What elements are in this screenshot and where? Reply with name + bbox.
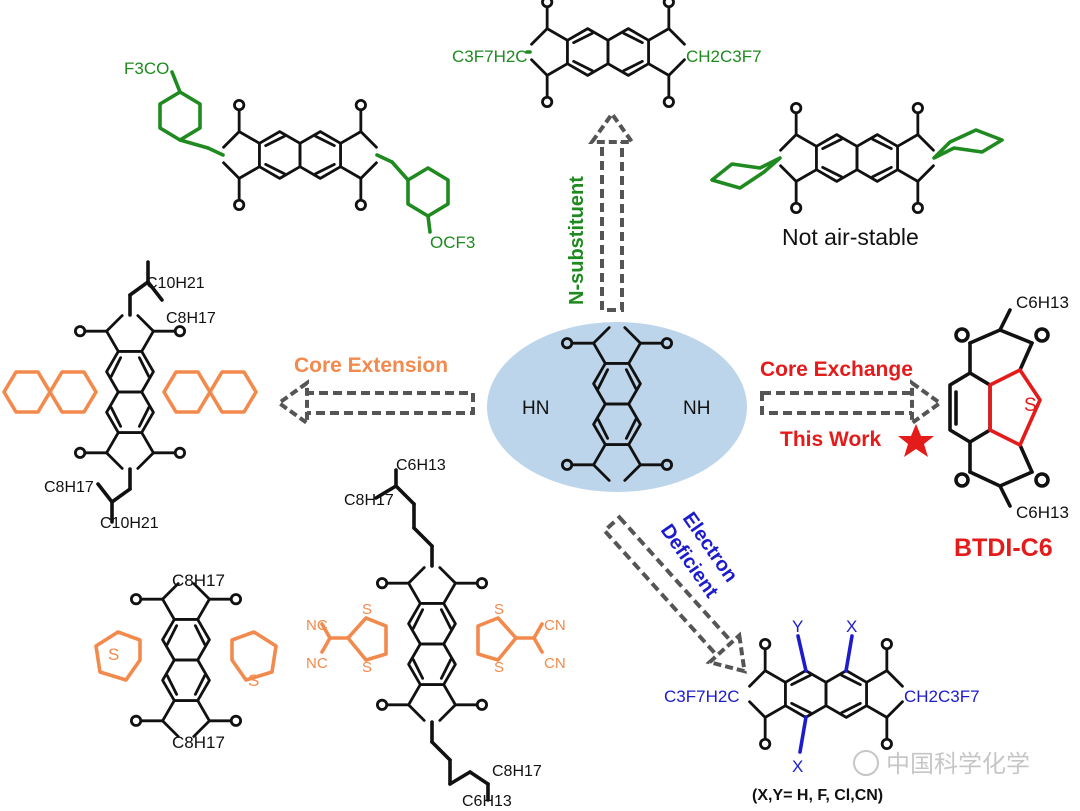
molecule-thiophene-fused: S S C8H17 C8H17 (94, 571, 278, 752)
center-ellipse (487, 322, 747, 492)
core-ext-c10h21-top: C10H21 (146, 275, 205, 292)
dithiole-c8h17-bottom: C8H17 (492, 763, 542, 780)
arrow-label-n-substituent: N-substituent (566, 176, 588, 305)
btdi-s: S (1024, 395, 1037, 416)
top-left-f3co: F3CO (124, 59, 169, 78)
center-ndi: HN NH (487, 322, 747, 492)
dithiole-c6h13-bottom: C6H13 (462, 793, 512, 810)
arrow-label-core-extension: Core Extension (294, 354, 448, 377)
halo-y: Y (792, 617, 803, 636)
arrow-up (588, 110, 636, 312)
top-left-ocf3: OCF3 (430, 233, 475, 252)
dithiole-s1: S (362, 601, 372, 618)
dithiole-cn-top: CN (544, 617, 566, 634)
thiophene-s-right: S (248, 671, 259, 690)
dithiole-nc-top: NC (306, 617, 328, 634)
molecule-btdi-c6: S C6H13 C6H13 BTDI-C6 (948, 293, 1069, 562)
molecule-top-right-cyclohexyl: Not air-stable (710, 101, 1004, 250)
not-air-stable-caption: Not air-stable (782, 224, 919, 250)
molecule-electron-deficient: Y X X C3F7H2C CH2C3F7 (X,Y= H, F, Cl,CN) (664, 617, 980, 804)
molecule-dithiole: S S S S NC NC CN CN C6H13 C8H17 C8H17 C6… (306, 457, 566, 810)
btdi-name: BTDI-C6 (954, 534, 1053, 562)
top-left-substituent: C3F7H2C (452, 47, 528, 66)
watermark-icon (853, 750, 879, 776)
watermark-text: 中国科学化学 (886, 751, 1030, 778)
halo-x-top: X (846, 617, 857, 636)
arrow-left (275, 379, 475, 427)
btdi-c6h13-top: C6H13 (1016, 293, 1069, 312)
top-right-substituent: CH2C3F7 (686, 47, 762, 66)
dithiole-s2: S (362, 659, 372, 676)
thiophene-c8h17-bottom: C8H17 (172, 733, 225, 752)
core-ext-c8h17-bottom: C8H17 (44, 479, 94, 496)
halo-right-substituent: CH2C3F7 (904, 687, 980, 706)
dithiole-cn-bottom: CN (544, 655, 566, 672)
btdi-c6h13-bottom: C6H13 (1016, 503, 1069, 522)
arrow-label-core-exchange: Core Exchange (760, 358, 913, 381)
arrow-right (760, 379, 944, 427)
molecule-top-fluoroalkyl: C3F7H2C CH2C3F7 (452, 0, 762, 109)
arrow-down-right (601, 514, 747, 674)
watermark: 中国科学化学 (853, 750, 1030, 778)
core-ext-c10h21-bottom: C10H21 (100, 515, 159, 532)
thiophene-s-left: S (108, 645, 119, 664)
center-hn-label: HN (522, 398, 549, 419)
dithiole-c6h13-top: C6H13 (396, 457, 446, 474)
dithiole-c8h17-top: C8H17 (344, 492, 394, 509)
star-icon (898, 424, 934, 457)
dithiole-s3: S (494, 601, 504, 618)
dithiole-s4: S (494, 659, 504, 676)
arrow-label-this-work: This Work (780, 428, 881, 451)
halo-left-substituent: C3F7H2C (664, 687, 740, 706)
halo-caption: (X,Y= H, F, Cl,CN) (752, 787, 883, 804)
center-nh-label: NH (683, 398, 710, 419)
molecule-core-extension: C10H21 C8H17 C8H17 C10H21 (2, 260, 258, 532)
dithiole-nc-bottom: NC (306, 655, 328, 672)
thiophene-c8h17-top: C8H17 (172, 571, 225, 590)
molecule-top-left-benzyl: F3CO OCF3 (124, 59, 475, 252)
core-ext-c8h17-top: C8H17 (166, 310, 216, 327)
halo-x-bottom: X (792, 757, 803, 776)
